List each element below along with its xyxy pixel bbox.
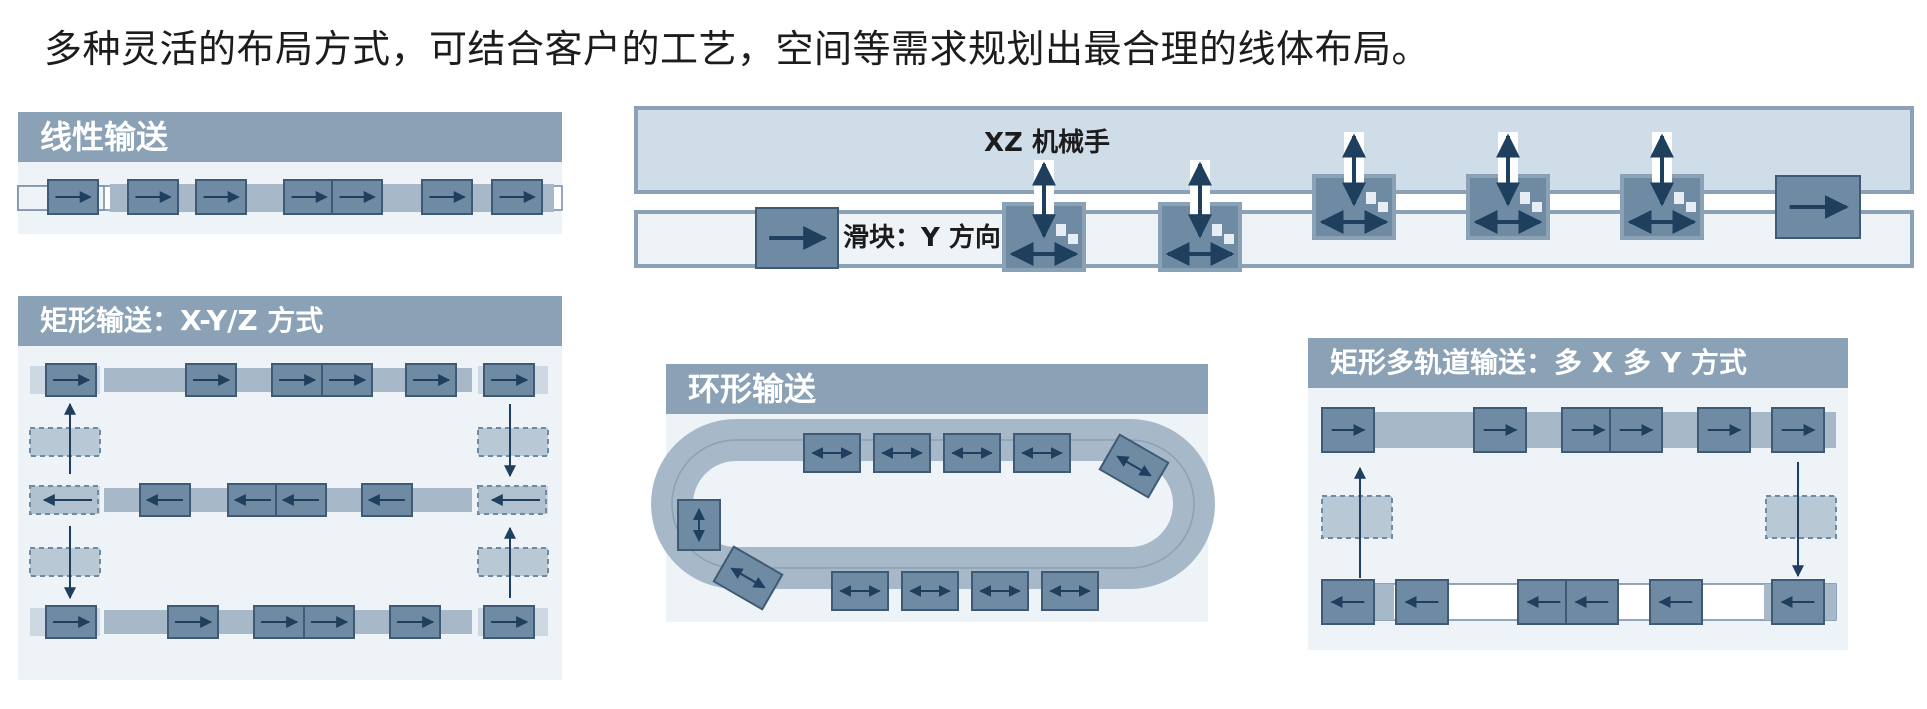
linear-carriers	[17, 179, 543, 215]
carrier	[331, 179, 383, 215]
carrier-body	[1765, 495, 1837, 539]
double-arrow-icon	[730, 567, 766, 589]
page-headline: 多种灵活的布局方式，可结合客户的工艺，空间等需求规划出最合理的线体布局。	[44, 27, 1431, 71]
carrier	[1765, 495, 1837, 539]
carrier	[943, 433, 1001, 473]
carrier	[1041, 571, 1099, 611]
carrier	[227, 483, 279, 517]
carrier	[1565, 579, 1619, 625]
carrier-body	[1321, 495, 1393, 539]
carrier	[677, 499, 721, 551]
carrier	[971, 571, 1029, 611]
carrier	[1775, 175, 1861, 239]
carrier	[45, 605, 97, 639]
sensor-mark	[1366, 192, 1376, 204]
carrier	[45, 363, 97, 397]
ring-panel-title: 环形输送	[666, 364, 1208, 414]
robot-label: XZ 机械手	[984, 128, 1110, 158]
sensor-mark	[1532, 202, 1542, 212]
double-arrow-icon	[1116, 455, 1152, 477]
carrier	[483, 605, 535, 639]
carrier	[831, 571, 889, 611]
carrier	[195, 179, 247, 215]
carrier	[755, 207, 839, 269]
carrier	[29, 427, 101, 457]
sensor-mark	[1056, 224, 1066, 236]
carrier	[405, 363, 457, 397]
sensor-mark	[1686, 202, 1696, 212]
sensor-mark	[1224, 234, 1234, 244]
carrier	[1649, 579, 1703, 625]
carrier	[712, 545, 784, 611]
carrier	[803, 433, 861, 473]
carrier	[477, 547, 549, 577]
carrier	[1517, 579, 1571, 625]
linear-layout	[17, 179, 563, 215]
gripper-head	[1158, 160, 1242, 272]
ring-layout	[651, 419, 1215, 611]
multi-track-panel-title: 矩形多轨道输送：多 X 多 Y 方式	[1308, 338, 1848, 388]
carrier	[389, 605, 441, 639]
sensor-mark	[1068, 234, 1078, 244]
carrier	[1013, 433, 1071, 473]
carrier-body	[477, 427, 549, 457]
carrier	[491, 179, 543, 215]
gripper-head	[1466, 132, 1550, 240]
carrier	[185, 363, 237, 397]
carrier	[1473, 407, 1527, 453]
carrier	[1771, 579, 1825, 625]
carrier	[29, 547, 101, 577]
carrier	[139, 483, 191, 517]
carrier	[873, 433, 931, 473]
carrier	[1697, 407, 1751, 453]
sensor-mark	[1212, 224, 1222, 236]
carrier	[1771, 407, 1825, 453]
carrier	[283, 179, 335, 215]
sensor-mark	[1520, 192, 1530, 204]
carrier	[321, 363, 373, 397]
carrier	[421, 179, 473, 215]
carrier	[1609, 407, 1663, 453]
multi-track-layout	[1321, 407, 1837, 625]
gripper-head	[1312, 132, 1396, 240]
sensor-mark	[1378, 202, 1388, 212]
rect-xyz-panel-title: 矩形输送：X-Y/Z 方式	[18, 296, 562, 346]
carrier	[275, 483, 327, 517]
carrier	[483, 363, 535, 397]
carrier-body	[477, 547, 549, 577]
carrier	[271, 363, 323, 397]
rect-xyz-layout	[29, 363, 549, 639]
carrier-body	[29, 427, 101, 457]
ring-track-center	[671, 439, 1195, 569]
carrier	[1098, 433, 1170, 499]
carrier	[303, 605, 355, 639]
carrier	[1321, 407, 1375, 453]
carrier	[361, 483, 413, 517]
xz-robot-layout: XZ 机械手 滑块：Y 方向	[634, 106, 1914, 272]
sensor-mark	[1674, 192, 1684, 204]
gripper-head	[1002, 160, 1086, 272]
linear-panel-title: 线性输送	[18, 112, 562, 162]
carrier	[167, 605, 219, 639]
robot-rail	[634, 106, 1914, 194]
carrier	[1395, 579, 1449, 625]
slider-label: 滑块：Y 方向	[843, 222, 1001, 253]
carrier	[1561, 407, 1615, 453]
carrier	[47, 179, 99, 215]
carrier	[127, 179, 179, 215]
carrier	[477, 427, 549, 457]
gripper-head	[1620, 132, 1704, 240]
carrier	[253, 605, 305, 639]
carrier	[1321, 495, 1393, 539]
carrier-body	[29, 547, 101, 577]
carrier	[901, 571, 959, 611]
carrier	[1321, 579, 1375, 625]
